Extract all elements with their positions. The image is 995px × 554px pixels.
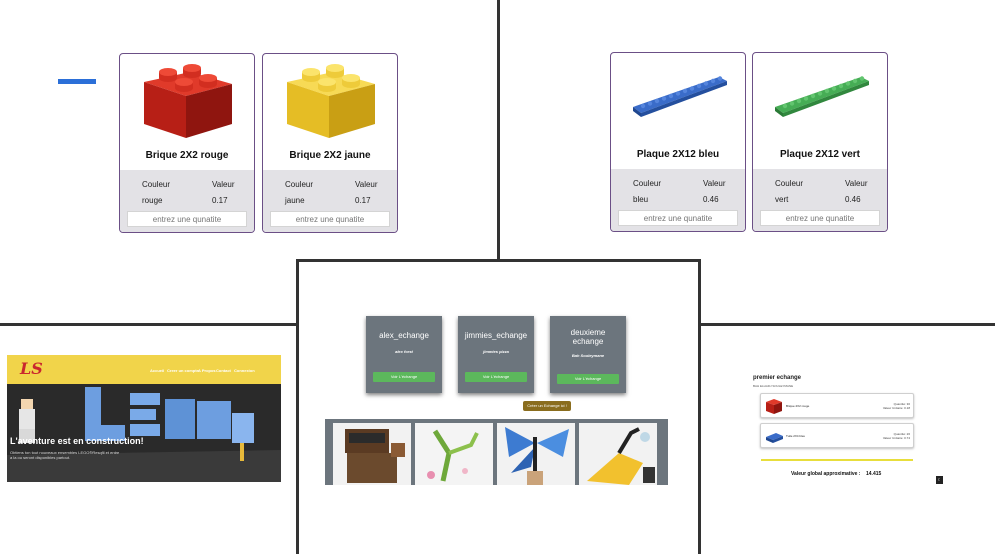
view-exchange-button[interactable]: Voir L'échange — [557, 374, 619, 384]
exchange-detail-title: premier echange — [753, 375, 802, 381]
item-quantity: Quantité: 26 — [893, 432, 910, 436]
nav-item-connexion[interactable]: Connexion — [234, 368, 255, 373]
exchange-title: alex_echange — [379, 331, 429, 340]
quantity-input[interactable] — [127, 211, 247, 227]
gallery-image[interactable] — [497, 423, 575, 485]
value-header: Valeur — [703, 179, 726, 188]
gallery-image[interactable] — [579, 423, 657, 485]
red-brick-thumbnail — [766, 399, 782, 414]
nav-item-accueil[interactable]: Accueil — [150, 368, 165, 373]
exchange-detail-owner: BAH ELHADJ SOULEYMANE — [753, 384, 794, 388]
blue-accent-bar — [58, 79, 96, 84]
product-name: Plaque 2X12 vert — [779, 149, 861, 160]
product-card: Brique 2X2 jaune Couleur Valeur jaune 0.… — [262, 53, 398, 233]
color-header: Couleur — [285, 180, 314, 189]
quantity-input[interactable] — [618, 210, 738, 226]
brick-image — [263, 54, 397, 142]
nav-item-contact[interactable]: Contact — [216, 368, 231, 373]
unit-value: 0.46 — [845, 195, 861, 204]
product-card: Brique 2X2 rouge Couleur Valeur rouge 0.… — [119, 53, 255, 233]
color-value: jaune — [285, 196, 305, 205]
product-card: Plaque 2X12 vert Couleur Valeur vert 0.4… — [752, 52, 888, 232]
hero-text: Obtiens ton tout nouveaux ensembles LEGO… — [10, 450, 120, 460]
exchange-author: jimmies pizza — [483, 349, 509, 354]
product-info: Couleur Valeur rouge 0.17 — [120, 170, 254, 232]
color-value: vert — [775, 195, 789, 204]
color-header: Couleur — [775, 179, 804, 188]
product-name: Plaque 2X12 bleu — [636, 149, 720, 160]
product-info: Couleur Valeur bleu 0.46 — [611, 169, 745, 231]
exchange-card: jimmies_echange jimmies pizza Voir L'éch… — [458, 316, 534, 393]
gallery-image[interactable] — [333, 423, 411, 485]
blue-tile-thumbnail — [766, 433, 783, 443]
lego-site-screenshot: LS Accueil Creer un compte A Propos Cont… — [7, 355, 281, 482]
hero-title: L'aventure est en construction! — [10, 436, 144, 446]
exchange-card: alex_echange alex forst Voir L'échange — [366, 316, 442, 393]
item-unit-value: Valeur Unitaire: 0.18 — [882, 406, 910, 410]
exchange-title: deuxieme echange — [570, 328, 606, 346]
vertical-divider — [497, 0, 500, 259]
value-header: Valeur — [212, 180, 235, 189]
plate-image — [753, 53, 887, 141]
site-navbar — [7, 355, 281, 384]
total-value-label: Valeur global approximative : — [791, 471, 861, 477]
unit-value: 0.46 — [703, 195, 719, 204]
brick-image — [120, 54, 254, 142]
value-header: Valeur — [845, 179, 868, 188]
product-name: Brique 2X2 jaune — [289, 150, 371, 161]
item-name: Brique 2X2 rouge — [786, 404, 810, 408]
item-quantity-value: Quantité: 30 Valeur Unitaire: 0.18 — [883, 402, 910, 410]
item-quantity: Quantité: 30 — [893, 402, 910, 406]
quantity-input[interactable] — [760, 210, 880, 226]
color-header: Couleur — [142, 180, 171, 189]
product-card: Plaque 2X12 bleu Couleur Valeur bleu 0.4… — [610, 52, 746, 232]
item-unit-value: Valeur Unitaire: 0.74 — [882, 436, 910, 440]
exchange-item-row: Brique 2X2 rouge Quantité: 30 Valeur Uni… — [760, 393, 914, 418]
exchange-page-screenshot: alex_echange alex forst Voir L'échange j… — [296, 259, 701, 554]
yellow-divider — [761, 459, 913, 461]
exchange-title: jimmies_echange — [464, 331, 528, 340]
nav-item-a-propos[interactable]: A Propos — [198, 368, 216, 373]
plate-image — [611, 53, 745, 141]
view-exchange-button[interactable]: Voir L'échange — [373, 372, 435, 382]
quantity-input[interactable] — [270, 211, 390, 227]
exchange-item-row: Tuile 2X4 bleu Quantité: 26 Valeur Unita… — [760, 423, 914, 448]
site-logo[interactable]: LS — [20, 359, 43, 378]
gallery-image[interactable] — [415, 423, 493, 485]
exchange-author: Bah Souleymane — [571, 353, 605, 358]
horizontal-divider-left — [0, 323, 296, 326]
exchange-author: alex forst — [395, 349, 413, 354]
product-info: Couleur Valeur jaune 0.17 — [263, 170, 397, 232]
moon-icon[interactable]: ☾ — [936, 476, 943, 484]
item-quantity-value: Quantité: 26 Valeur Unitaire: 0.74 — [883, 432, 910, 440]
nav-item-creer-compte[interactable]: Creer un compte — [167, 368, 199, 373]
color-value: bleu — [633, 195, 649, 204]
exchange-card: deuxieme echange Bah Souleymane Voir L'é… — [550, 316, 626, 393]
color-value: rouge — [142, 196, 163, 205]
value-header: Valeur — [355, 180, 378, 189]
unit-value: 0.17 — [212, 196, 228, 205]
create-exchange-button[interactable]: Créer un Echange ici ! — [523, 401, 571, 411]
color-header: Couleur — [633, 179, 662, 188]
product-name: Brique 2X2 rouge — [145, 150, 229, 161]
set-gallery — [325, 419, 668, 485]
horizontal-divider-right — [700, 323, 995, 326]
unit-value: 0.17 — [355, 196, 371, 205]
hero-image — [7, 384, 281, 482]
view-exchange-button[interactable]: Voir L'échange — [465, 372, 527, 382]
product-info: Couleur Valeur vert 0.46 — [753, 169, 887, 231]
total-value: 14.415 — [866, 471, 882, 477]
item-name: Tuile 2X4 bleu — [786, 434, 806, 438]
